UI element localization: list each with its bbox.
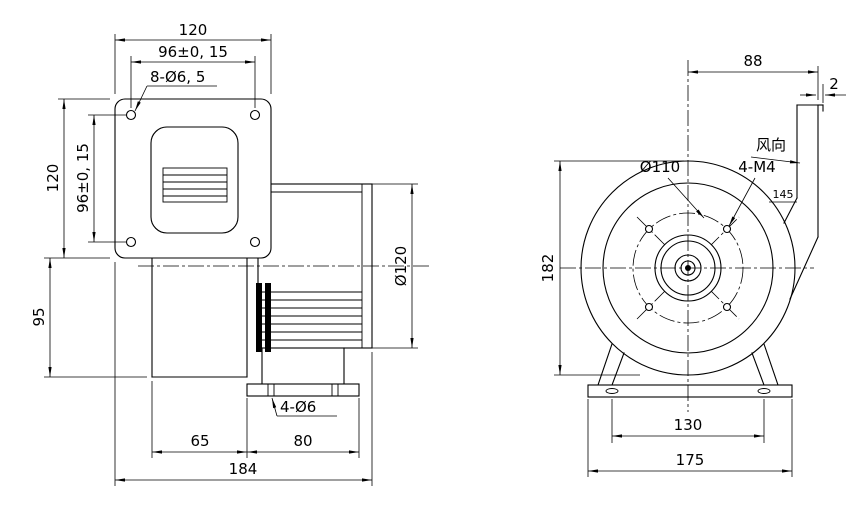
- dim-label-depth-65: 65: [190, 432, 209, 450]
- impeller-louvers: [162, 167, 228, 203]
- motor-body: [256, 183, 373, 352]
- wind-direction-arrow: [750, 156, 801, 164]
- dim-label-total-depth-184: 184: [229, 460, 258, 478]
- wind-direction-label: 风向: [756, 136, 786, 154]
- dim-label-bolt-span-96-v: 96±0, 15: [74, 143, 92, 213]
- flange-hole: [125, 236, 137, 248]
- dim-height-120: 120: [44, 98, 110, 259]
- callout-label-flange-holes: 8-Ø6, 5: [150, 68, 205, 86]
- dim-label-base-width-175: 175: [676, 451, 705, 469]
- base-plate: [587, 384, 793, 398]
- m4-hole: [644, 302, 654, 312]
- dim-height-182: 182: [539, 160, 684, 376]
- m4-hole: [722, 302, 732, 312]
- dim-label-bolt-span-96-h: 96±0, 15: [158, 43, 228, 61]
- dim-label-outlet-offset-88: 88: [743, 52, 762, 70]
- dim-width-120: 120: [114, 21, 272, 94]
- flange-hole: [249, 236, 261, 248]
- mount-bar: [265, 283, 271, 352]
- flange-hole: [249, 109, 261, 121]
- callout-motor-holes: 4-M4: [728, 158, 776, 227]
- callout-bolt-circle: Ø110: [640, 158, 705, 219]
- dim-label-height-182: 182: [539, 254, 557, 283]
- dim-depth-65: 65: [151, 381, 248, 458]
- outlet-duct-side: [246, 347, 360, 397]
- dim-label-lip-2: 2: [829, 75, 839, 93]
- dim-label-foot-span-130: 130: [674, 416, 703, 434]
- dim-bolt-span-96-v: 96±0, 15: [74, 114, 126, 243]
- callout-label-outlet-holes: 4-Ø6: [280, 398, 316, 416]
- label-angle-145: 145: [769, 188, 797, 203]
- dim-label-lower-height-95: 95: [30, 307, 48, 326]
- side-view: 120 96±0, 15 8-Ø6, 5 120 96±0, 15: [30, 21, 432, 486]
- callout-flange-holes: 8-Ø6, 5: [134, 68, 217, 112]
- dim-base-width-175: 175: [587, 399, 793, 477]
- dim-lip-2: 2: [800, 75, 846, 103]
- angle-label-145: 145: [773, 188, 794, 201]
- m4-hole: [722, 224, 732, 234]
- dim-label-height-120: 120: [44, 164, 62, 193]
- dim-label-width-120: 120: [179, 21, 208, 39]
- base-hole: [605, 388, 619, 394]
- bolt-diagonal-centerline: [636, 216, 740, 320]
- dim-foot-span-130: 130: [611, 399, 765, 443]
- flange-hole: [125, 109, 137, 121]
- base-hole: [757, 388, 771, 394]
- dim-motor-dia-120: Ø120: [372, 183, 418, 349]
- callout-outlet-holes: 4-Ø6: [271, 397, 337, 417]
- dim-total-depth-184: 184: [114, 262, 373, 486]
- dim-outlet-offset-88: 88: [688, 52, 819, 100]
- motor-mount-holes: [644, 224, 732, 312]
- inlet-opening: [150, 126, 239, 234]
- dim-label-motor-dia: Ø120: [392, 246, 410, 286]
- m4-hole: [644, 224, 654, 234]
- mounting-feet: [587, 343, 793, 398]
- outlet-flange-plate: [246, 383, 360, 397]
- dim-label-outlet-width-80: 80: [293, 432, 312, 450]
- bolt-diagonal-centerline: [636, 216, 740, 320]
- wind-direction: 风向: [750, 136, 801, 164]
- callout-label-motor-holes: 4-M4: [738, 158, 775, 176]
- dim-lower-height-95: 95: [30, 258, 147, 378]
- dim-outlet-width-80: 80: [247, 398, 360, 458]
- mount-bar: [256, 283, 262, 352]
- front-view: 88 2 风向 Ø110 4-M4 145 182: [539, 52, 846, 477]
- inlet-flange: [114, 98, 272, 259]
- scroll-housing-side: [151, 257, 248, 378]
- callout-label-bolt-circle: Ø110: [640, 158, 680, 176]
- dim-bolt-span-96-h: 96±0, 15: [130, 43, 256, 108]
- motor-fins: [258, 291, 362, 341]
